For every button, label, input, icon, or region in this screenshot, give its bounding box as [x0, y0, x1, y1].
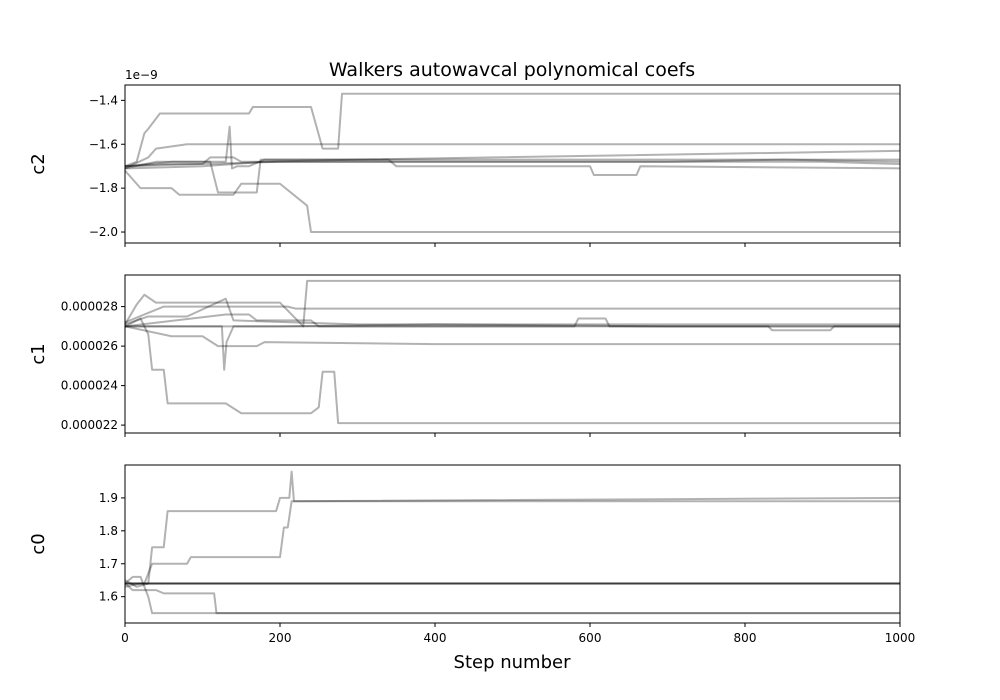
series-line-c2-4: [125, 158, 900, 194]
panel-c1: 0.000028 0.000026 0.000024 0.000022 c1: [28, 274, 901, 437]
x-tick-label: 0: [121, 631, 129, 645]
axes-frame: [124, 464, 901, 624]
axes-frame: [124, 84, 901, 244]
y-tick-label: −1.8: [89, 181, 118, 195]
x-tick-label: 800: [734, 631, 757, 645]
y-tick-label: −1.4: [89, 93, 118, 107]
series-line-c1-7: [125, 297, 900, 326]
series-line-c2-3: [125, 169, 900, 234]
x-tick-label: 200: [269, 631, 292, 645]
x-tick-label: 600: [579, 631, 602, 645]
y-tick-label: 0.000024: [61, 379, 118, 393]
chart-title: Walkers autowavcal polynomical coefs: [329, 59, 695, 81]
series-line-c0-3: [125, 582, 900, 615]
y-tick-label: 1.8: [99, 524, 118, 538]
series-line-c0-2: [125, 496, 900, 585]
series-line-c0-7: [125, 582, 900, 588]
y-tick-label: 0.000026: [61, 339, 118, 353]
y-tick-label: 0.000022: [61, 418, 118, 432]
y-axis-label-c0: c0: [28, 533, 49, 554]
series-line-c2-6: [125, 125, 900, 170]
y-tick-label: −2.0: [89, 225, 118, 239]
panels: −1.4−1.6−1.8−2.0c21e−90.0000280.0000260.…: [28, 68, 915, 645]
panel-c2: −1.4 −1.6 −1.8 −2.0 c2 1e−9: [28, 68, 901, 247]
series-line-c0-1: [125, 470, 900, 585]
series-line-c2-5: [125, 156, 900, 168]
y-offset-text: 1e−9: [125, 68, 158, 82]
series-line-c1-6: [125, 325, 900, 371]
series-line-c1-3: [125, 305, 900, 324]
y-tick-label: −1.6: [89, 137, 118, 151]
series-line-c0-4: [125, 575, 900, 615]
series-line-c1-1: [125, 317, 900, 425]
series-line-c2-2: [125, 143, 900, 170]
series-group: [125, 92, 900, 234]
y-tick-label: 1.7: [99, 557, 118, 571]
series-group: [125, 279, 900, 425]
axes-frame: [124, 274, 901, 434]
y-axis-label-c2: c2: [28, 153, 49, 174]
series-line-c2-8: [125, 158, 900, 168]
series-line-c1-8: [125, 323, 900, 328]
y-tick-label: 1.6: [99, 590, 118, 604]
y-tick-label: 1.9: [99, 491, 118, 505]
series-line-c1-5: [125, 313, 900, 332]
series-line-c2-1: [125, 92, 900, 168]
y-axis-label-c1: c1: [28, 343, 49, 364]
series-line-c1-2: [125, 279, 900, 328]
series-line-c0-6: [125, 579, 900, 588]
panel-c0: 1.6 1.7 1.8 1.9 0 200 400 600 800 1000 c0: [28, 464, 916, 645]
series-group: [125, 470, 900, 615]
x-tick-label: 400: [424, 631, 447, 645]
y-tick-label: 0.000028: [61, 300, 118, 314]
x-tick-label: 1000: [885, 631, 916, 645]
series-line-c1-4: [125, 325, 900, 348]
x-axis-label: Step number: [454, 652, 572, 673]
series-line-c2-7: [125, 149, 900, 170]
